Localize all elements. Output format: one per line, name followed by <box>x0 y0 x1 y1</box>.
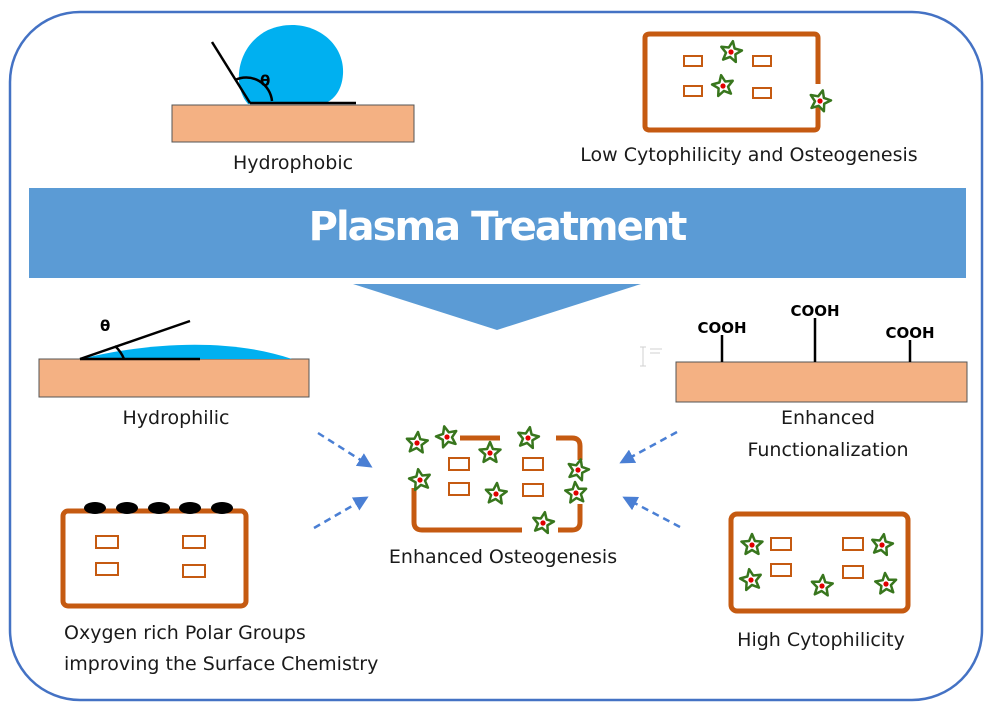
cell-icon <box>738 567 762 592</box>
cell-icon <box>484 481 508 505</box>
high-cytophilicity-illustration <box>728 511 911 614</box>
cell-icon <box>810 573 834 597</box>
polar-groups-label-line2: improving the Surface Chemistry <box>64 653 379 675</box>
cell-icon <box>740 532 764 556</box>
polar-group-icon <box>116 502 138 514</box>
low-cytophilicity-label: Low Cytophilicity and Osteogenesis <box>580 144 918 166</box>
tangent-mid-left <box>79 319 191 361</box>
scaffold-block <box>770 537 792 551</box>
enhanced-osteogenesis-label: Enhanced Osteogenesis <box>388 546 618 568</box>
scaffold-block <box>842 565 864 579</box>
polar-group-icon <box>179 502 201 514</box>
cooh-label-2: COOH <box>790 302 839 320</box>
angle-symbol-top: θ <box>260 72 270 90</box>
cooh-label-3: COOH <box>885 324 934 342</box>
functionalization-label-line1: Enhanced <box>781 407 875 429</box>
hydrophobic-label: Hydrophobic <box>232 152 354 174</box>
cooh-label-1: COOH <box>697 319 746 337</box>
enhanced-osteogenesis-illustration <box>405 425 591 535</box>
droplet-hydrophilic <box>80 344 292 359</box>
polar-group-icon <box>148 502 170 514</box>
cell-icon <box>434 425 458 449</box>
scaffold-block <box>522 483 544 497</box>
arrow-cytophilicity-to-center <box>622 496 681 529</box>
cell-icon <box>567 458 591 482</box>
scaffold-block <box>752 87 772 99</box>
cell-icon <box>407 467 431 492</box>
arrow-hydrophilic-to-center <box>317 431 373 468</box>
polar-groups-label-line1: Oxygen rich Polar Groups <box>64 622 306 644</box>
substrate-mid-right <box>675 361 968 403</box>
hydrophilic-label: Hydrophilic <box>122 407 230 429</box>
low-cytophilicity-illustration <box>642 31 833 133</box>
cell-icon <box>809 89 833 113</box>
functionalization-illustration: COOH COOH COOH <box>675 302 968 403</box>
banner-title: Plasma Treatment <box>308 204 688 250</box>
polar-group-icon <box>84 502 106 514</box>
scaffold-block <box>683 85 703 97</box>
scaffold-block <box>683 55 703 67</box>
scaffold-block <box>182 564 206 578</box>
cell-box-enhanced-top <box>460 435 583 460</box>
scaffold-block <box>752 55 772 67</box>
cell-box-enhanced-left <box>411 488 522 533</box>
functionalization-label-line2: Functionalization <box>747 439 909 461</box>
angle-arc-top-left <box>234 76 274 102</box>
scaffold-block <box>182 535 206 549</box>
scaffold-block <box>448 482 470 496</box>
arrow-functional-to-center <box>619 430 678 464</box>
cell-box-enhanced-right <box>558 504 583 533</box>
cell-icon <box>874 571 898 595</box>
scaffold-block <box>448 457 470 471</box>
cell-icon <box>720 39 744 64</box>
angle-arc-mid-left <box>114 345 126 360</box>
hydrophobic-illustration: θ <box>171 24 415 143</box>
cell-icon <box>517 425 541 450</box>
hydrophilic-illustration: θ <box>38 317 310 398</box>
high-cytophilicity-label: High Cytophilicity <box>737 629 905 651</box>
arrow-polar-to-center <box>313 496 369 530</box>
cell-icon <box>478 440 502 464</box>
cell-icon <box>532 510 556 535</box>
substrate-top-left <box>171 104 415 143</box>
scaffold-block <box>95 562 119 576</box>
scaffold-block <box>842 537 864 551</box>
banner-bar <box>29 188 966 278</box>
banner-arrow <box>353 284 641 330</box>
angle-symbol-mid: θ <box>100 317 110 335</box>
cell-icon <box>871 532 895 557</box>
scaffold-block <box>770 563 792 577</box>
substrate-mid-left <box>38 358 310 398</box>
polar-group-icon <box>211 502 233 514</box>
scaffold-block <box>522 457 544 471</box>
cell-box-low <box>642 31 821 133</box>
cell-box-high <box>728 511 911 614</box>
cell-icon <box>710 73 734 98</box>
cell-icon <box>564 480 588 504</box>
outer-frame <box>8 10 984 702</box>
cell-icon <box>405 430 429 454</box>
plasma-treatment-banner <box>29 188 966 330</box>
scaffold-block <box>95 535 119 549</box>
text-cursor-icon <box>640 346 662 367</box>
tangent-top-left <box>210 41 252 104</box>
polar-groups-illustration <box>60 502 249 609</box>
